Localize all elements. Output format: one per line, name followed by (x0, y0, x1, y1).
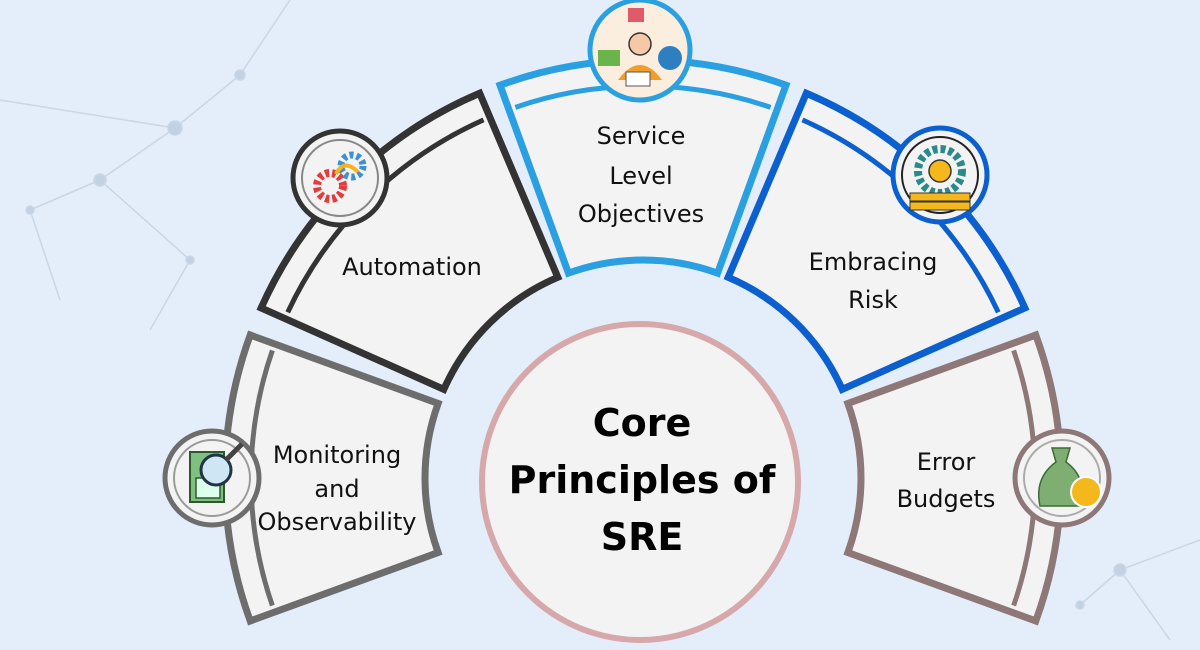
segment-error-label: Error Budgets (897, 448, 996, 513)
core-title-line: SRE (601, 515, 684, 559)
segment-risk-label: Embracing Risk (809, 248, 938, 314)
segments (221, 56, 1065, 626)
core-circle: Core Principles of SRE (479, 321, 801, 643)
label-line: Error (917, 448, 976, 476)
segment-automation (256, 88, 563, 394)
label-line: Automation (342, 253, 482, 281)
label-line: Embracing (809, 248, 938, 276)
label-line: Risk (848, 286, 898, 314)
money-bag-icon (1012, 428, 1112, 528)
support-agent-icon (587, 0, 693, 103)
label-line: Monitoring (273, 441, 401, 469)
label-line: Observability (257, 508, 416, 536)
label-line: Budgets (897, 485, 996, 513)
gears-icon (290, 128, 390, 228)
segment-error (843, 330, 1065, 626)
label-line: and (314, 475, 359, 503)
segment-slo (495, 56, 791, 278)
label-line: Service (597, 122, 686, 150)
segment-risk (723, 88, 1030, 394)
magnifier-report-icon (162, 428, 262, 528)
gear-coins-icon (890, 125, 990, 225)
core-title-line: Principles of (509, 458, 776, 502)
label-line: Objectives (578, 200, 704, 228)
segment-monitoring (221, 330, 443, 626)
segment-monitoring-label: Monitoring and Observability (257, 441, 416, 536)
segment-slo-label: Service Level Objectives (578, 122, 704, 228)
core-title-line: Core (593, 401, 692, 445)
segment-automation-label: Automation (342, 253, 482, 281)
label-line: Level (609, 162, 672, 190)
